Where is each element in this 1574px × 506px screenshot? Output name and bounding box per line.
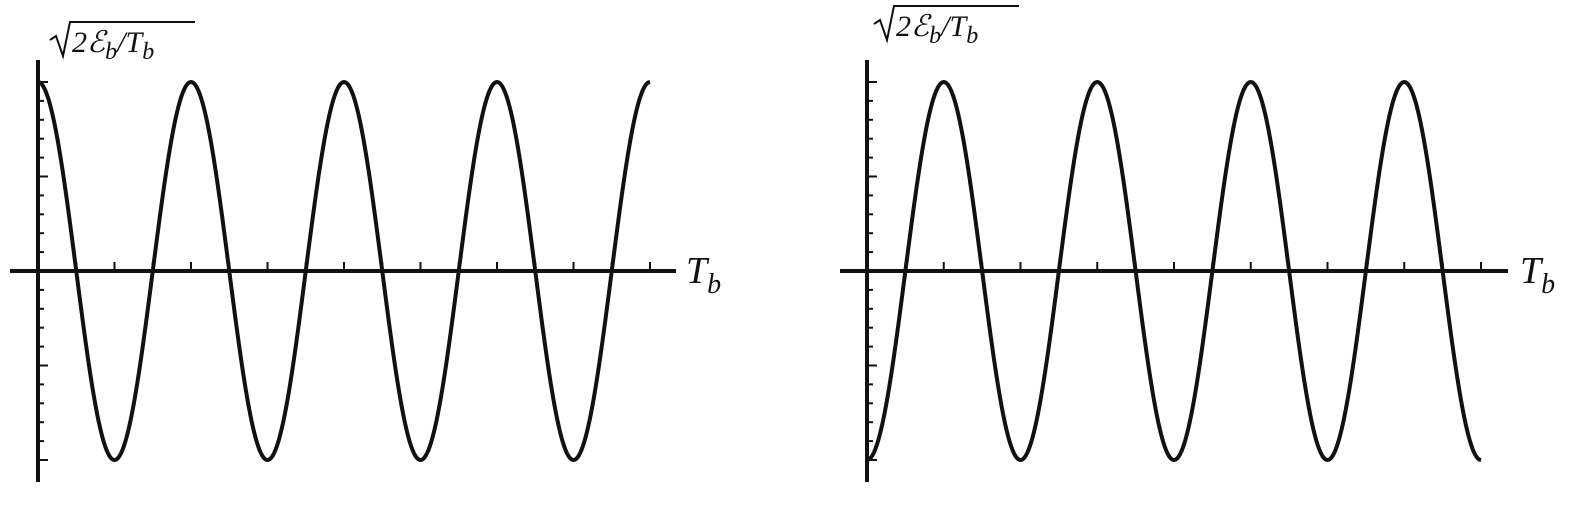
series-line	[37, 80, 651, 462]
y-axis-label: 2ℰb/Tb	[72, 26, 154, 65]
sqrt-sign	[873, 5, 1019, 44]
x-axis-label: Tb	[1520, 250, 1555, 300]
y-axis-label: 2ℰb/Tb	[896, 10, 978, 49]
x-axis-label: Tb	[686, 250, 721, 300]
sqrt-sign	[49, 21, 195, 60]
series-line	[866, 80, 1482, 462]
